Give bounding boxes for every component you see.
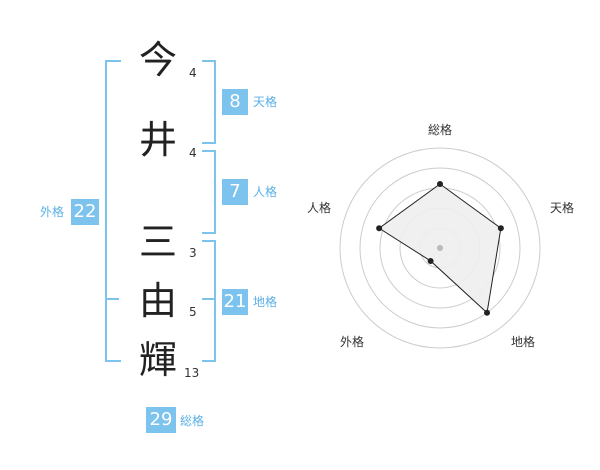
radar-grid-ring (359, 167, 521, 329)
radar-point-3 (484, 309, 491, 316)
kanji-char-5: 輝 (138, 338, 177, 382)
soukaku-value-badge: 29 (146, 407, 176, 433)
kanji-char-3: 三 (138, 220, 177, 264)
radar-point-5 (376, 225, 383, 232)
chikaku-bracket-mid-tick (202, 298, 216, 300)
radar-point-2 (497, 225, 504, 232)
radar-center-dot (437, 245, 443, 251)
radar-label-gaikaku: 外格 (340, 334, 364, 349)
chikaku-label: 地格 (253, 295, 278, 309)
tenkaku-value-badge: 8 (222, 89, 248, 115)
kanji-char-4: 由 (138, 279, 177, 323)
outer-bracket-mid-tick (105, 298, 119, 300)
tenkaku-label: 天格 (253, 95, 278, 109)
kanji-strokes-3: 3 (189, 246, 197, 260)
radar-label-jinkaku: 人格 (307, 200, 331, 215)
jinkaku-bracket (202, 150, 216, 234)
kanji-strokes-5: 13 (184, 366, 200, 380)
radar-label-soukaku: 総格 (428, 122, 452, 137)
soukaku-label: 総格 (180, 414, 205, 428)
kanji-strokes-1: 4 (189, 66, 197, 80)
kanji-strokes-2: 4 (189, 146, 197, 160)
kanji-char-1: 今 (138, 38, 177, 82)
radar-grid-ring (339, 147, 541, 349)
gaikaku-value-badge: 22 (71, 199, 99, 225)
jinkaku-label: 人格 (253, 185, 278, 199)
kanji-strokes-4: 5 (189, 305, 197, 319)
gaikaku-label: 外格 (40, 205, 65, 219)
radar-point-1 (437, 181, 443, 187)
radar-label-chikaku: 地格 (511, 334, 535, 349)
chikaku-value-badge: 21 (222, 289, 248, 315)
jinkaku-value-badge: 7 (222, 179, 248, 205)
radar-point-4 (427, 257, 434, 264)
chikaku-bracket (202, 240, 216, 362)
fortune-radar-chart: 総格 天格 地格 外格 人格 (307, 122, 574, 349)
outer-bracket (105, 60, 121, 362)
radar-points (376, 181, 504, 316)
radar-label-tenkaku: 天格 (550, 200, 574, 215)
tenkaku-bracket (202, 60, 216, 144)
kanji-char-2: 井 (138, 118, 177, 162)
